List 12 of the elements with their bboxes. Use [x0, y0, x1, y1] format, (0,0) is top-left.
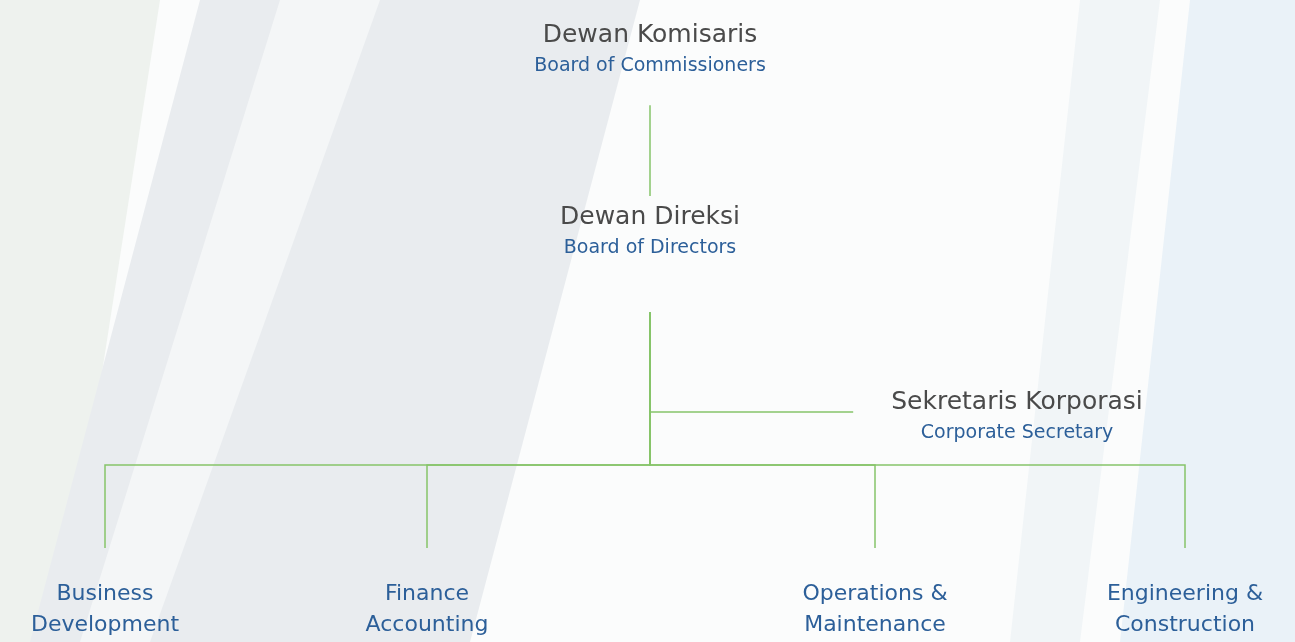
- unit-label: Finance Accounting: [364, 579, 490, 638]
- connector-line: [649, 311, 1186, 549]
- subtitle-text: Board of Directors: [563, 235, 737, 258]
- unit-label: Engineering & Construction: [1105, 579, 1265, 638]
- unit-label: Operations & Maintenance: [801, 579, 949, 638]
- connector-line: [649, 104, 651, 197]
- unit-label: Business Development: [29, 579, 181, 638]
- heading-text: Dewan Direksi: [560, 200, 740, 232]
- heading-text: Dewan Komisaris: [542, 18, 758, 50]
- heading-text: Sekretaris Korporasi: [891, 385, 1143, 417]
- subtitle-text: Board of Commissioners: [534, 53, 766, 76]
- subtitle-text: Corporate Secretary: [920, 420, 1114, 443]
